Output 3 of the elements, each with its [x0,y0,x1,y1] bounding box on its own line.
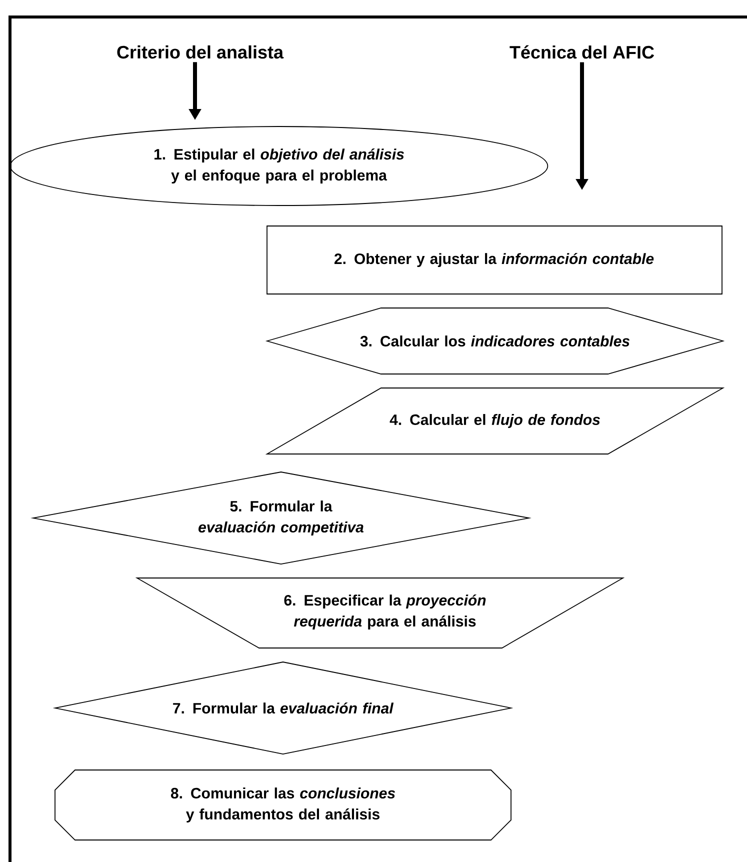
column-heading: Técnica del AFIC [510,45,654,59]
process-box: 2. Obtener y ajustar la información contable [266,226,722,294]
column-heading: Criterio del analista [117,45,284,59]
